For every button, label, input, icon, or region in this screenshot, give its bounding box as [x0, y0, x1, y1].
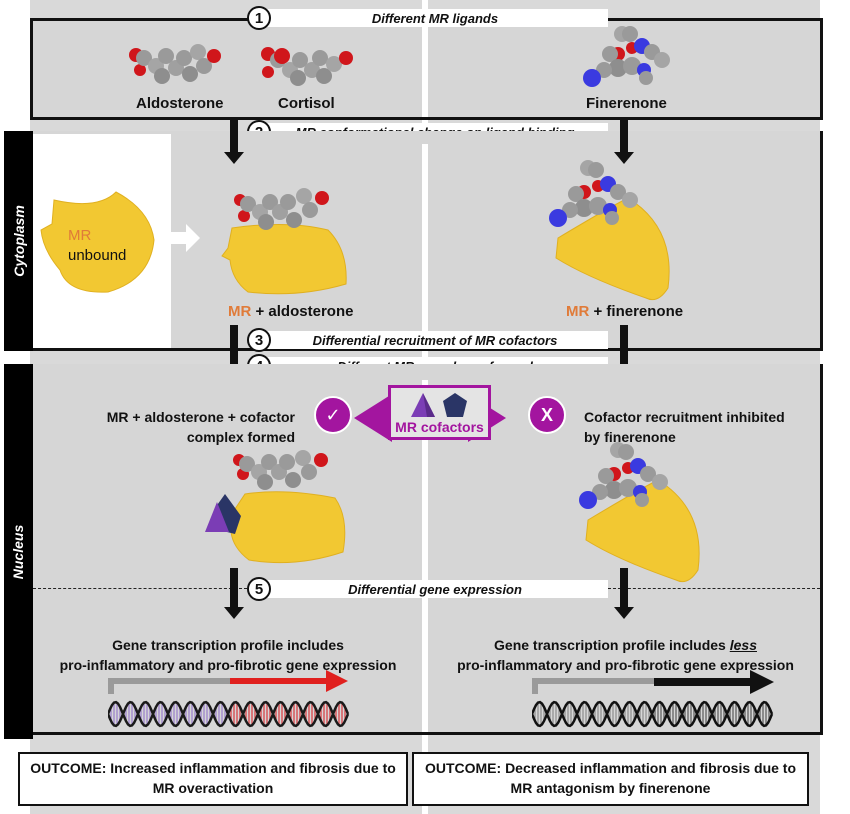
left-gene-caption: Gene transcription profile includes pro-…	[59, 637, 397, 673]
mr-cofactors-box: MR cofactors	[388, 385, 491, 440]
cortisol-molecule	[261, 47, 353, 86]
aldosterone-atoms	[129, 44, 221, 84]
arrow-right-step4	[620, 325, 628, 369]
step-5-label: Differential gene expression	[348, 581, 522, 597]
mr-unbound-text: unbound	[68, 247, 127, 264]
step-5-number: 5	[247, 577, 271, 601]
mr-unbound-protein	[40, 191, 155, 293]
step-1-number: 1	[247, 6, 271, 30]
mr-cofactors-label: MR cofactors	[395, 419, 484, 435]
mr-aldosterone-complex	[221, 188, 347, 295]
dna-strand	[108, 700, 350, 728]
step-3-banner: Differential recruitment of MR cofactors	[262, 331, 608, 349]
arrow-left-step5	[230, 568, 238, 608]
check-icon: ✓	[314, 396, 352, 434]
right-dna-icon	[532, 700, 774, 728]
finerenone-label: Finerenone	[586, 95, 667, 112]
left-transcription-arrow	[108, 670, 348, 694]
right-transcription-arrow	[532, 670, 774, 694]
cytoplasm-label: Cytoplasm	[4, 131, 33, 351]
left-complex-caption: MR + aldosterone + cofactor complex form…	[106, 409, 295, 445]
step-5-banner: Differential gene expression	[262, 580, 608, 598]
nuclear-divider-left	[33, 588, 247, 589]
step-1-label: Different MR ligands	[371, 10, 499, 26]
nucleus-label: Nucleus	[4, 364, 33, 739]
cofactor-shapes-icon	[410, 393, 467, 417]
arrow-right-step2	[620, 117, 628, 153]
arrow-right-step5	[620, 568, 628, 608]
dna-strand	[532, 700, 774, 728]
mr-aldosterone-cofactor-complex	[205, 450, 346, 564]
outcome-right: OUTCOME: Decreased inflammation and fibr…	[412, 752, 809, 806]
column-divider	[422, 144, 428, 348]
transition-arrow-icon	[170, 224, 200, 252]
step-3-number: 3	[247, 328, 271, 352]
mr-finerenone-nuclear-complex	[579, 442, 700, 583]
arrow-left-step2	[230, 117, 238, 153]
mr-aldosterone-label: MR + aldosterone	[228, 303, 354, 320]
mr-unbound-mr: MR	[68, 227, 92, 244]
nuclear-divider-right	[608, 588, 820, 589]
cortisol-label: Cortisol	[278, 95, 335, 112]
cross-icon: X	[528, 396, 566, 434]
mr-finerenone-complex	[549, 160, 670, 301]
outcome-left: OUTCOME: Increased inflammation and fibr…	[18, 752, 408, 806]
column-divider	[422, 380, 428, 732]
aldosterone-label: Aldosterone	[136, 95, 224, 112]
step-1-banner: Different MR ligands	[262, 9, 608, 27]
finerenone-molecule	[583, 26, 670, 87]
step-3-label: Differential recruitment of MR cofactors	[312, 332, 558, 348]
right-complex-caption: Cofactor recruitment inhibited by finere…	[584, 409, 785, 445]
right-gene-caption: Gene transcription profile includes less…	[457, 637, 794, 673]
column-divider	[422, 21, 428, 117]
aldosterone-molecule	[129, 44, 221, 84]
mr-finerenone-label: MR + finerenone	[566, 303, 684, 320]
arrow-left-step4	[230, 325, 238, 369]
left-dna-icon	[108, 700, 350, 728]
